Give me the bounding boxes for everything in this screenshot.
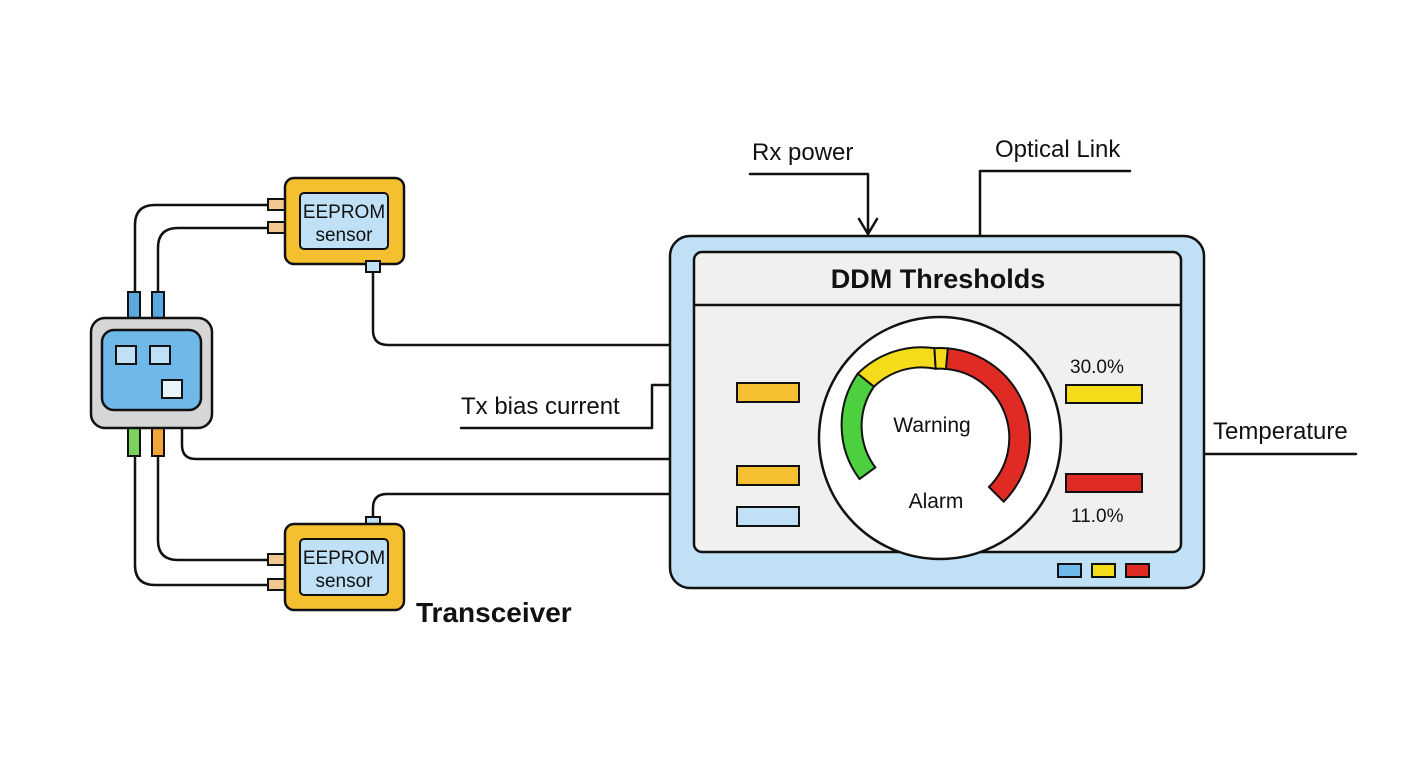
transceiver-label: Transceiver [416,597,572,628]
value-top: 30.0% [1070,357,1124,378]
rx-power-label: Rx power [752,139,853,166]
module-port-3 [161,379,183,399]
pin-blue-1 [127,291,141,321]
transceiver-module [89,291,214,457]
module-face [100,328,203,412]
gauge-segment-red [944,347,1032,504]
eeprom-top-pin-1 [267,198,287,211]
eeprom-bottom-label-box [299,538,389,596]
rx-power-arrow-head [857,217,879,236]
gauge-alarm-label: Alarm [909,490,964,513]
tx-bias-current-label: Tx bias current [461,393,620,420]
optical-link-label: Optical Link [995,136,1121,163]
pin-orange [151,425,165,457]
indicator-bar-blue [736,506,800,527]
eeprom-bottom-line1: EEPROM [303,548,385,569]
wire-eeprom-bottom-to-panel [371,492,674,522]
wire-eeprom-to-panel [371,268,760,347]
eeprom-bottom-line2: sensor [315,571,373,592]
rx-power-leader [748,172,870,234]
pin-blue-2 [151,291,165,321]
eeprom-sensor-top: EEPROM sensor [267,176,406,273]
eeprom-top-label-box [299,192,389,250]
eeprom-top-pin-2 [267,221,287,234]
value-bottom: 11.0% [1071,506,1124,527]
wire-module-to-panel [180,426,778,461]
optical-link-leader [978,169,1132,238]
indicator-bar-amber-1 [736,382,800,403]
connection-wires [133,203,778,587]
wire-top-inner [156,226,277,297]
pin-green [127,425,141,457]
gauge-warning-label: Warning [893,414,970,437]
status-square-yellow [1091,563,1116,578]
eeprom-top-line1: EEPROM [303,202,385,223]
wire-bottom-inner [156,453,277,562]
module-port-1 [115,345,137,365]
status-square-blue [1057,563,1082,578]
wire-bottom-outer [133,453,277,587]
wire-top-outer [133,203,277,297]
value-top-bar [1065,384,1143,404]
indicator-bar-amber-2 [736,465,800,486]
eeprom-bottom-pin-2 [267,578,287,591]
eeprom-bottom-pin-1 [267,553,287,566]
eeprom-sensor-bottom: EEPROM sensor [267,516,406,612]
eeprom-top-line2: sensor [315,225,373,246]
ddm-panel: DDM Thresholds Warning Alarm 30.0% 11.0% [668,234,1206,590]
panel-title: DDM Thresholds [831,264,1046,294]
temperature-label: Temperature [1213,418,1348,445]
module-port-2 [149,345,171,365]
value-bottom-bar [1065,473,1143,493]
status-square-red [1125,563,1150,578]
eeprom-top-connector [365,260,381,273]
